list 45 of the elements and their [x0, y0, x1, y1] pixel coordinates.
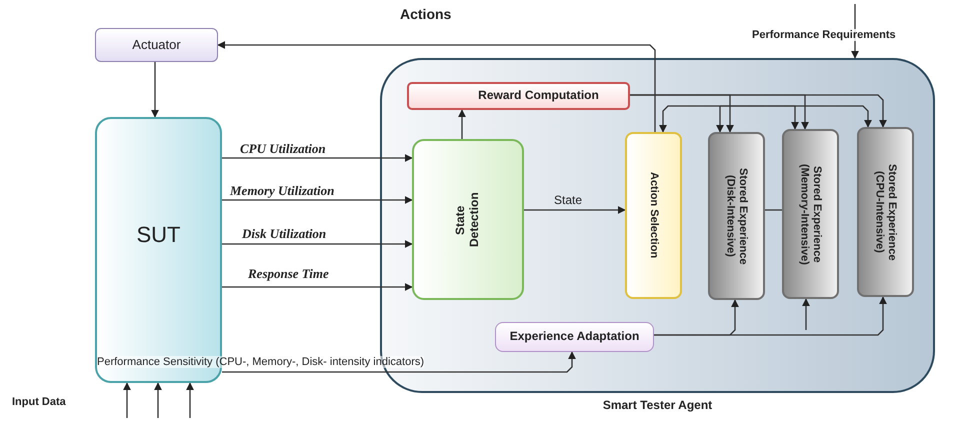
process-box: [407, 82, 630, 110]
arrow: [802, 298, 810, 330]
storage-box: [708, 132, 765, 300]
arrow: [458, 109, 466, 139]
text-label: Input Data: [12, 396, 66, 408]
process-box: [412, 139, 524, 300]
node-label: Actuator: [132, 38, 181, 52]
node-label: Stored Experience (Disk-Intensive): [724, 166, 750, 266]
edge-label: Performance Requirements: [752, 29, 896, 41]
storage-box: [857, 127, 914, 297]
node-label: Stored Experience (CPU-Intensive): [872, 162, 898, 262]
group-title: Smart Tester Agent: [602, 399, 714, 413]
arrow: [524, 206, 626, 214]
node-label: Action Selection: [647, 172, 660, 259]
arrow: [716, 106, 724, 133]
arrow: [630, 94, 887, 128]
edge-label: Response Time: [248, 266, 329, 282]
arrow: [123, 382, 131, 418]
arrow: [222, 351, 576, 373]
actuator-box: [95, 28, 218, 62]
edge-label: State: [554, 193, 582, 207]
arrow: [659, 105, 720, 133]
arrow: [222, 196, 413, 204]
process-box: [625, 132, 682, 299]
storage-box: [782, 129, 839, 299]
arrow: [222, 283, 413, 291]
edge-label: Disk Utilization: [242, 226, 326, 242]
node-label: Stored Experience (Memory-Intensive): [798, 162, 824, 266]
edge-label: Performance Sensitivity (CPU-, Memory-, Disk- intensity indicators): [97, 356, 424, 368]
edge-label: CPU Utilization: [240, 141, 326, 157]
arrow: [154, 382, 162, 418]
node-label: Reward Computation: [477, 89, 599, 103]
arrow: [222, 240, 413, 248]
arrow: [151, 62, 159, 118]
arrow: [720, 105, 872, 128]
edge-label: Memory Utilization: [230, 183, 334, 199]
arrow: [217, 41, 656, 132]
arrow: [222, 154, 413, 162]
node-label: State Detection: [454, 191, 482, 249]
process-box: [495, 322, 654, 352]
arrow: [186, 382, 194, 418]
arrow: [654, 296, 887, 336]
node-label: Experience Adaptation: [510, 330, 640, 344]
edge-label: Actions: [400, 6, 452, 22]
node-label: SUT: [136, 222, 180, 248]
